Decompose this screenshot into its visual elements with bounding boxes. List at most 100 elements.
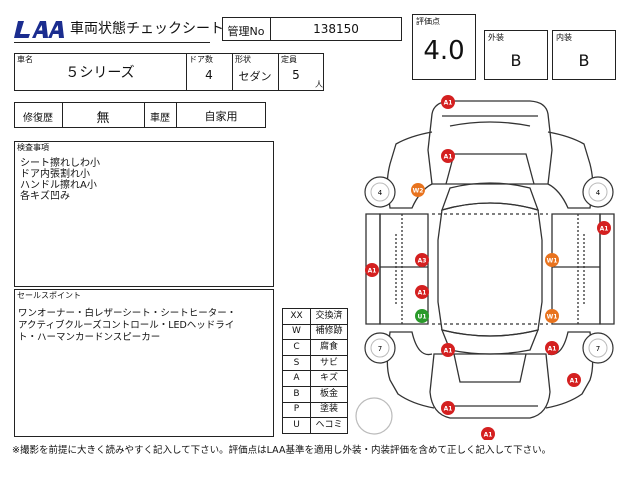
legend-meaning: 塗装 [310,401,348,419]
inspection-label: 検査事項 [17,143,49,152]
repair-divider-1 [62,102,63,128]
car-name-value: ５シリーズ [65,65,135,81]
repair-divider-3 [176,102,177,128]
damage-mark: A1 [365,263,379,277]
score-label: 評価点 [416,17,440,26]
inspection-item: 各キズ凹み [20,191,70,202]
tire-icon: 4 [582,176,614,208]
repair-divider-2 [144,102,145,128]
repair-value: 無 [96,111,110,126]
tire-icon: 4 [364,176,396,208]
inspection-item: シート擦れしわ小 [20,158,100,169]
history-label: 車歴 [150,113,170,124]
sales-line: ト・ハーマンカードンスピーカー [18,332,161,343]
legend-meaning: ヘコミ [310,417,348,434]
capacity-label: 定員 [281,55,297,64]
legend-meaning: 交換済 [310,308,348,325]
damage-mark-code: W1 [547,258,558,265]
legend-meaning: 腐食 [310,339,348,356]
damage-mark: A1 [441,95,455,109]
damage-mark: A1 [481,427,495,440]
exterior-label: 外装 [488,33,504,42]
vehicle-divider-3 [278,53,279,91]
tire-value: 7 [596,345,600,353]
legend-code: W [282,323,311,341]
history-value: 自家用 [204,110,238,123]
legend-code: S [282,354,311,372]
legend-code: A [282,370,311,387]
shape-value: セダン [238,70,272,83]
legend-code: U [282,417,311,434]
damage-mark: W1 [545,309,559,323]
legend-meaning: 板金 [310,385,348,403]
spare-tire-icon [355,397,393,435]
damage-mark-code: A3 [418,258,427,265]
repair-history-row [14,102,266,128]
damage-mark: U1 [415,309,429,323]
inspection-item: ドア内張割れ小 [20,169,90,180]
damage-mark-code: A1 [570,378,579,385]
sheet-title: 車両状態チェックシート [70,21,224,37]
tire-value: 4 [378,189,383,197]
inspection-item: ハンドル擦れA小 [20,180,97,191]
mgmt-no-value: 138150 [313,22,359,36]
tire-value: 7 [378,345,382,353]
mgmt-no-label: 管理No [227,25,265,38]
damage-mark-code: A1 [600,226,609,233]
sales-label: セールスポイント [17,291,81,300]
damage-mark-code: A1 [368,268,377,275]
damage-mark-code: A1 [548,346,557,353]
damage-mark-code: A1 [444,100,453,107]
tire-markers: 4 4 7 7 [364,176,614,364]
vehicle-divider-2 [232,53,233,91]
legend-meaning: 補修跡 [310,323,348,341]
footer-note: ※撮影を前提に大きく読みやすく記入して下さい。評価点はLAA基準を適用し外装・内… [12,445,552,456]
score-box [412,14,476,80]
damage-mark: A1 [597,221,611,235]
damage-mark: A1 [567,373,581,387]
damage-mark: W2 [411,183,425,197]
interior-label: 内装 [556,33,572,42]
tire-value: 4 [596,189,601,197]
car-outline [365,100,615,419]
doors-label: ドア数 [189,55,213,64]
damage-mark-code: W1 [547,314,558,321]
interior-box [552,30,616,80]
damage-mark-code: U1 [417,314,426,321]
damage-mark: A1 [441,343,455,357]
interior-value: B [578,51,590,70]
shape-label: 形状 [235,55,251,64]
damage-mark-code: A1 [444,154,453,161]
tire-icon: 7 [582,332,614,364]
title-underline [14,42,210,43]
score-value: 4.0 [423,36,465,66]
laa-logo-icon [14,21,64,38]
damage-mark: A1 [415,285,429,299]
legend-code: C [282,339,311,356]
repair-label: 修復歴 [23,113,53,124]
logo [14,18,66,40]
car-name-label: 車名 [17,55,33,64]
vehicle-divider-1 [186,53,187,91]
legend-code: P [282,401,311,419]
exterior-box [484,30,548,80]
damage-mark: W1 [545,253,559,267]
vehicle-row [14,53,324,91]
capacity-value: 5 [292,68,300,82]
capacity-unit: 人 [315,80,323,89]
legend-meaning: キズ [310,370,348,387]
exterior-value: B [510,51,522,70]
sales-line: アクティブクルーズコントロール・LEDヘッドライ [18,320,235,331]
tire-icon: 7 [364,332,396,364]
